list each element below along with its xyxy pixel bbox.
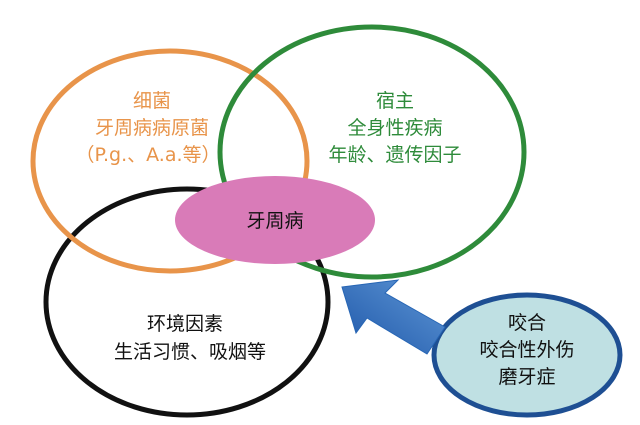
bacteria-title: 细菌 (133, 90, 171, 112)
environment-circle (43, 186, 331, 418)
periodontal-disease-label: 牙周病 (246, 210, 303, 232)
occlusion-trauma: 咬合性外伤 (479, 339, 574, 361)
arrow-icon (341, 279, 446, 355)
periodontal-disease-ellipse (175, 176, 375, 264)
host-age-genetics: 年龄、遗传因子 (328, 144, 461, 166)
host-circle (217, 24, 527, 280)
bacteria-subtitle: 牙周病病原菌 (95, 117, 209, 139)
occlusion-title: 咬合 (508, 312, 546, 334)
environment-lifestyle: 生活习惯、吸烟等 (114, 341, 266, 363)
bacteria-examples: （P.g.、A.a.等） (75, 144, 220, 166)
environment-title: 环境因素 (147, 313, 223, 335)
bacteria-circle (30, 48, 310, 274)
host-systemic-disease: 全身性疾病 (347, 117, 442, 139)
occlusion-circle (431, 292, 623, 418)
occlusion-bruxism: 磨牙症 (498, 366, 555, 388)
host-title: 宿主 (376, 90, 414, 112)
